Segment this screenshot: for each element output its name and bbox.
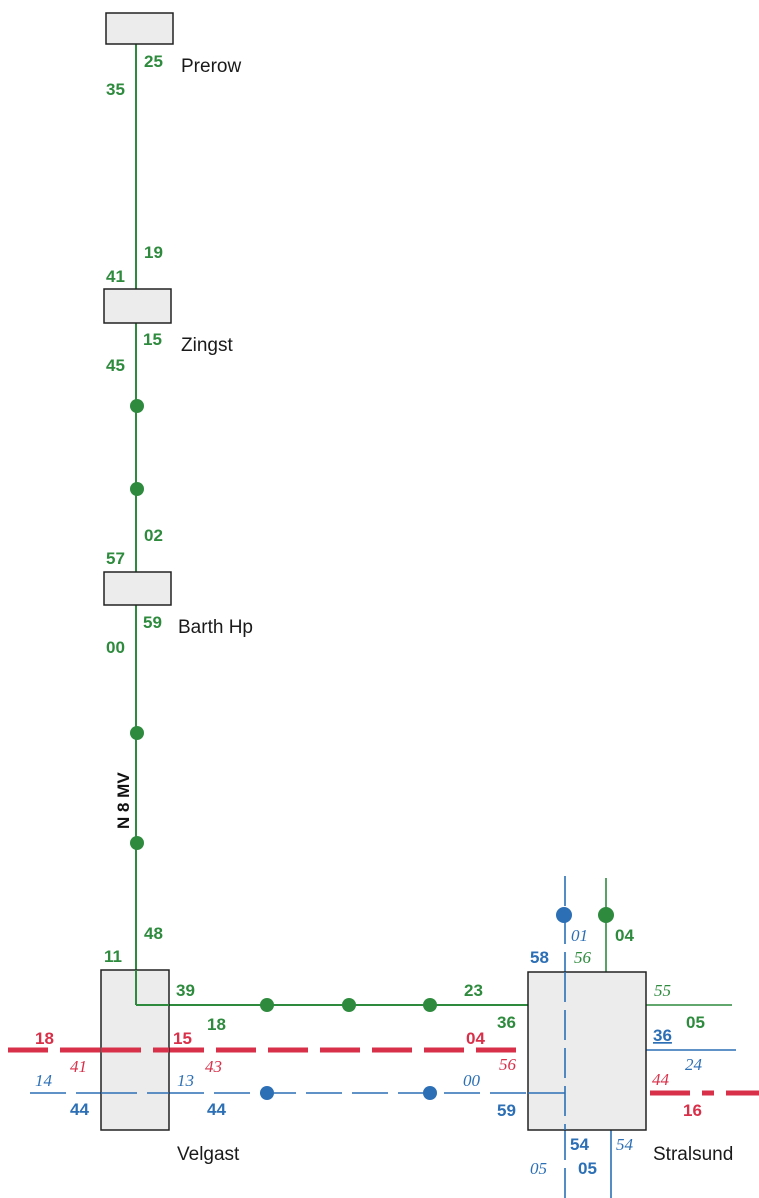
station-box-barth <box>103 571 172 606</box>
station-name: Zingst <box>181 335 233 356</box>
station-box-zingst <box>103 288 172 324</box>
time-red-left-top: 04 <box>466 1029 485 1048</box>
stop-dot <box>260 998 274 1012</box>
time-top-blue-b: 01 <box>571 926 588 945</box>
time-top-green-b: 04 <box>615 926 634 945</box>
time-blue-left-top: 14 <box>35 1071 53 1090</box>
time-green-right-arr: 18 <box>207 1015 226 1034</box>
time-green-dep: 11 <box>104 947 122 966</box>
time-out-top: 41 <box>106 267 125 286</box>
time-top-green-a: 56 <box>574 948 592 967</box>
time-red-left-bottom: 56 <box>499 1055 517 1074</box>
stop-dot <box>130 399 144 413</box>
stop-dot-blue <box>423 1086 437 1100</box>
time-red-right-top: 15 <box>173 1029 192 1048</box>
time-top-blue-a: 58 <box>530 948 549 967</box>
time-green-left-top: 23 <box>464 981 483 1000</box>
time-red-left-top: 18 <box>35 1029 54 1048</box>
time-red-left-bottom: 41 <box>70 1057 87 1076</box>
station-name: Prerow <box>181 56 241 77</box>
time-right-green-top: 55 <box>654 981 671 1000</box>
time-blue-left-bottom: 59 <box>497 1101 516 1120</box>
time-in-top: 19 <box>144 243 163 262</box>
stop-dot-blue <box>260 1086 274 1100</box>
time-right-blue-top: 36 <box>653 1026 672 1045</box>
time-bottom-blue-b: 54 <box>616 1135 634 1154</box>
time-right-green-bottom: 05 <box>686 1013 705 1032</box>
station-name: Velgast <box>177 1144 240 1165</box>
time-out-top: 57 <box>106 549 125 568</box>
time-bottom-blue-a: 54 <box>570 1135 589 1154</box>
time-right-red-bottom: 16 <box>683 1101 702 1120</box>
stop-dot-blue <box>556 907 572 923</box>
time-right-blue-bottom: 24 <box>685 1055 703 1074</box>
stop-dot <box>130 836 144 850</box>
time-dep: 35 <box>106 80 125 99</box>
time-bottom-blue-c: 05 <box>530 1159 547 1178</box>
time-green-right-dep: 39 <box>176 981 195 1000</box>
time-green-arr: 48 <box>144 924 163 943</box>
time-blue-right-bottom: 44 <box>207 1100 226 1119</box>
stop-dot <box>130 482 144 496</box>
time-blue-left-top: 00 <box>463 1071 481 1090</box>
stop-dot <box>598 907 614 923</box>
time-arr: 25 <box>144 52 163 71</box>
line-label: N 8 MV <box>114 772 133 829</box>
time-bottom-blue-d: 05 <box>578 1159 597 1178</box>
time-right-red-top: 44 <box>652 1070 670 1089</box>
station-box-stralsund <box>527 971 647 1131</box>
stop-dot <box>342 998 356 1012</box>
time-blue-left-bottom: 44 <box>70 1100 89 1119</box>
station-name: Barth Hp <box>178 617 253 638</box>
time-in-top: 02 <box>144 526 163 545</box>
time-arr: 59 <box>143 613 162 632</box>
time-green-left-bottom: 36 <box>497 1013 516 1032</box>
stop-dot <box>423 998 437 1012</box>
station-box-prerow <box>105 12 174 45</box>
time-dep: 00 <box>106 638 125 657</box>
station-name: Stralsund <box>653 1144 733 1165</box>
time-dep: 45 <box>106 356 125 375</box>
stop-dot <box>130 726 144 740</box>
time-red-right-bottom: 43 <box>205 1057 222 1076</box>
time-blue-right-top: 13 <box>177 1071 194 1090</box>
time-arr: 15 <box>143 330 162 349</box>
